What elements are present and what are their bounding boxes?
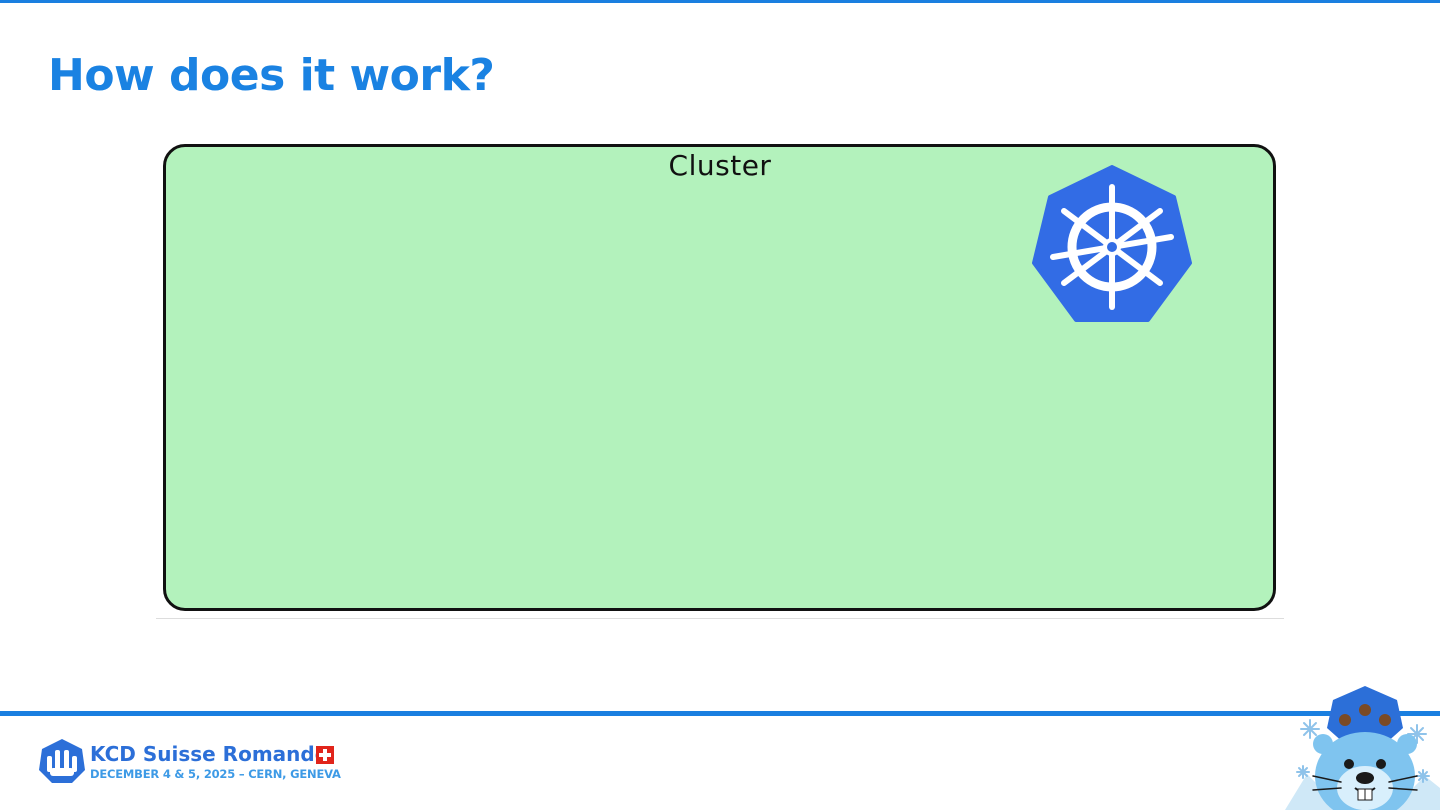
- swiss-flag-icon: [316, 746, 334, 764]
- slide-title: How does it work?: [48, 48, 494, 104]
- event-date: DECEMBER 4 & 5, 2025 – CERN, GENEVA: [90, 766, 341, 782]
- kubernetes-helm-wheel-icon: [1030, 165, 1194, 325]
- cluster-label: Cluster: [0, 148, 1440, 184]
- event-name: KCD Suisse Romande: [90, 742, 328, 766]
- kcd-hands-logo-icon: [38, 738, 86, 784]
- beaver-mascot-icon: [1285, 684, 1440, 810]
- top-divider: [0, 0, 1440, 3]
- bottom-divider: [0, 711, 1440, 716]
